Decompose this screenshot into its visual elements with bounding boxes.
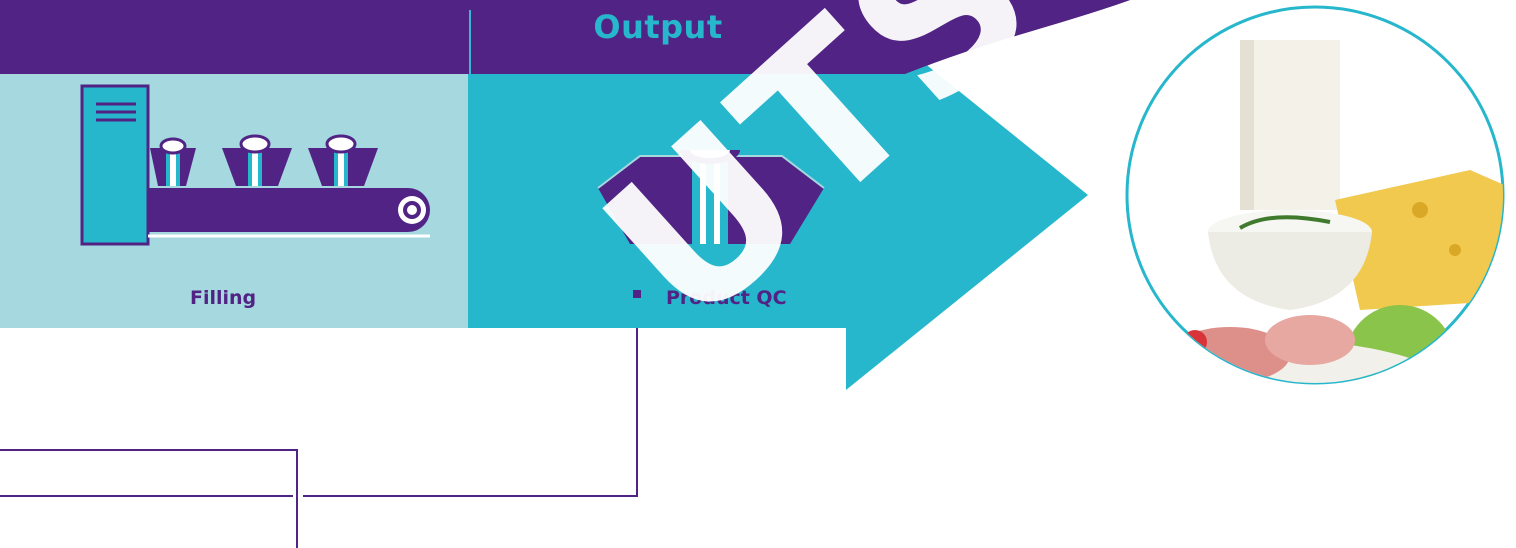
header-output-label: Output — [593, 8, 723, 46]
header-bar — [0, 0, 846, 74]
header-divider — [469, 10, 471, 74]
product-qc-label: Product QC — [666, 287, 787, 309]
product-qc-marker — [633, 290, 641, 298]
connector-line-box — [0, 449, 298, 548]
flow-arrow — [846, 0, 1088, 390]
connector-line-qc — [303, 295, 638, 497]
filling-label: Filling — [190, 287, 257, 309]
